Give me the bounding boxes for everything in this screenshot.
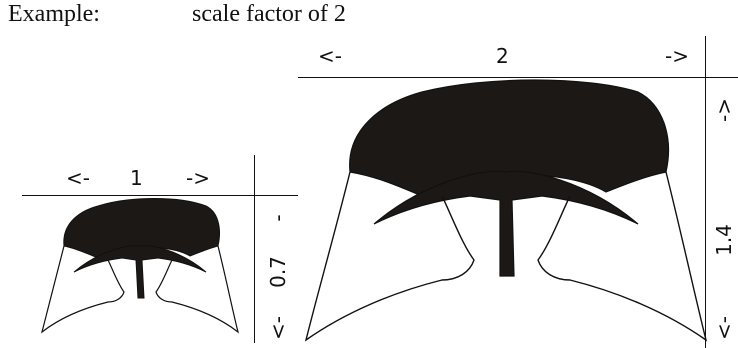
- small-head-shape: [40, 198, 240, 334]
- small-hood: [63, 198, 220, 259]
- small-height-value: 0.7: [266, 256, 290, 288]
- small-height-right-arrow: -: [266, 214, 290, 222]
- small-height-left-arrow: <-: [266, 316, 290, 340]
- small-width-rule: [22, 195, 298, 196]
- large-width-rule: [298, 77, 738, 78]
- large-height-value: 1.4: [712, 224, 736, 256]
- large-height-rule: [705, 36, 706, 348]
- small-width-left-arrow: <-: [66, 166, 90, 190]
- small-height-rule: [254, 155, 255, 343]
- large-head-shape: [304, 79, 708, 342]
- example-label: Example:: [8, 1, 100, 27]
- large-width-right-arrow: ->: [665, 44, 689, 68]
- scale-factor-caption: scale factor of 2: [192, 1, 346, 27]
- large-width-value: 2: [496, 44, 509, 68]
- small-width-value: 1: [130, 166, 143, 190]
- large-legs: [304, 171, 708, 342]
- small-inner-band: [73, 245, 207, 299]
- large-height-left-arrow: <-: [712, 316, 736, 340]
- large-width-left-arrow: <-: [318, 44, 342, 68]
- large-inner-band: [373, 170, 639, 277]
- small-width-right-arrow: ->: [186, 166, 210, 190]
- large-hood: [349, 79, 670, 197]
- large-height-right-arrow: ->: [712, 98, 736, 122]
- small-legs: [40, 245, 240, 334]
